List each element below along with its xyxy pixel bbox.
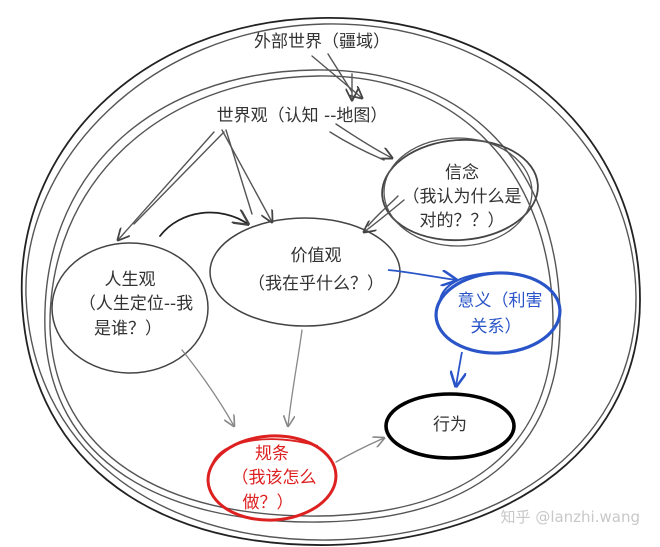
svg-text:价值观: 价值观 bbox=[291, 246, 342, 266]
svg-text:关系）: 关系） bbox=[471, 317, 522, 337]
watermark-text: 知乎 @lanzhi.wang bbox=[501, 508, 640, 526]
values-ellipse bbox=[209, 217, 401, 327]
svg-text:（我该怎么: （我该怎么 bbox=[232, 468, 317, 488]
meaning-label: 意义（利害 关系） bbox=[458, 291, 543, 337]
svg-text:意义（利害: 意义（利害 bbox=[458, 291, 543, 311]
meaning-ellipse bbox=[434, 271, 562, 355]
svg-text:（人生定位--我: （人生定位--我 bbox=[79, 294, 193, 314]
life-view-ellipse bbox=[51, 242, 209, 374]
outer-world-circle bbox=[20, 17, 641, 546]
belief-label: 信念 （我认为什么是 对的？？） bbox=[403, 162, 522, 231]
behavior-label: 行为 bbox=[433, 415, 467, 435]
svg-text:信念: 信念 bbox=[445, 162, 479, 183]
svg-text:人生观: 人生观 bbox=[105, 270, 156, 290]
outer-world-label: 外部世界（疆域） bbox=[254, 32, 390, 52]
svg-text:（我认为什么是: （我认为什么是 bbox=[403, 187, 522, 207]
life-view-label: 人生观 （人生定位--我 是谁？） bbox=[79, 270, 193, 339]
values-label: 价值观 （我在乎什么？） bbox=[248, 246, 384, 294]
svg-text:是谁？）: 是谁？） bbox=[94, 319, 162, 339]
svg-text:做？）: 做？） bbox=[243, 493, 294, 513]
belief-ellipse bbox=[381, 137, 539, 247]
arrows bbox=[118, 53, 462, 463]
rules-label: 规条 （我该怎么 做？） bbox=[232, 444, 317, 513]
behavior-ellipse bbox=[384, 392, 516, 460]
worldview-label: 世界观（认知 --地图） bbox=[217, 106, 388, 126]
rules-ellipse bbox=[206, 434, 338, 522]
svg-text:对的？？）: 对的？？） bbox=[420, 211, 505, 231]
svg-text:规条: 规条 bbox=[255, 444, 289, 464]
svg-text:（我在乎什么？）: （我在乎什么？） bbox=[248, 274, 384, 294]
